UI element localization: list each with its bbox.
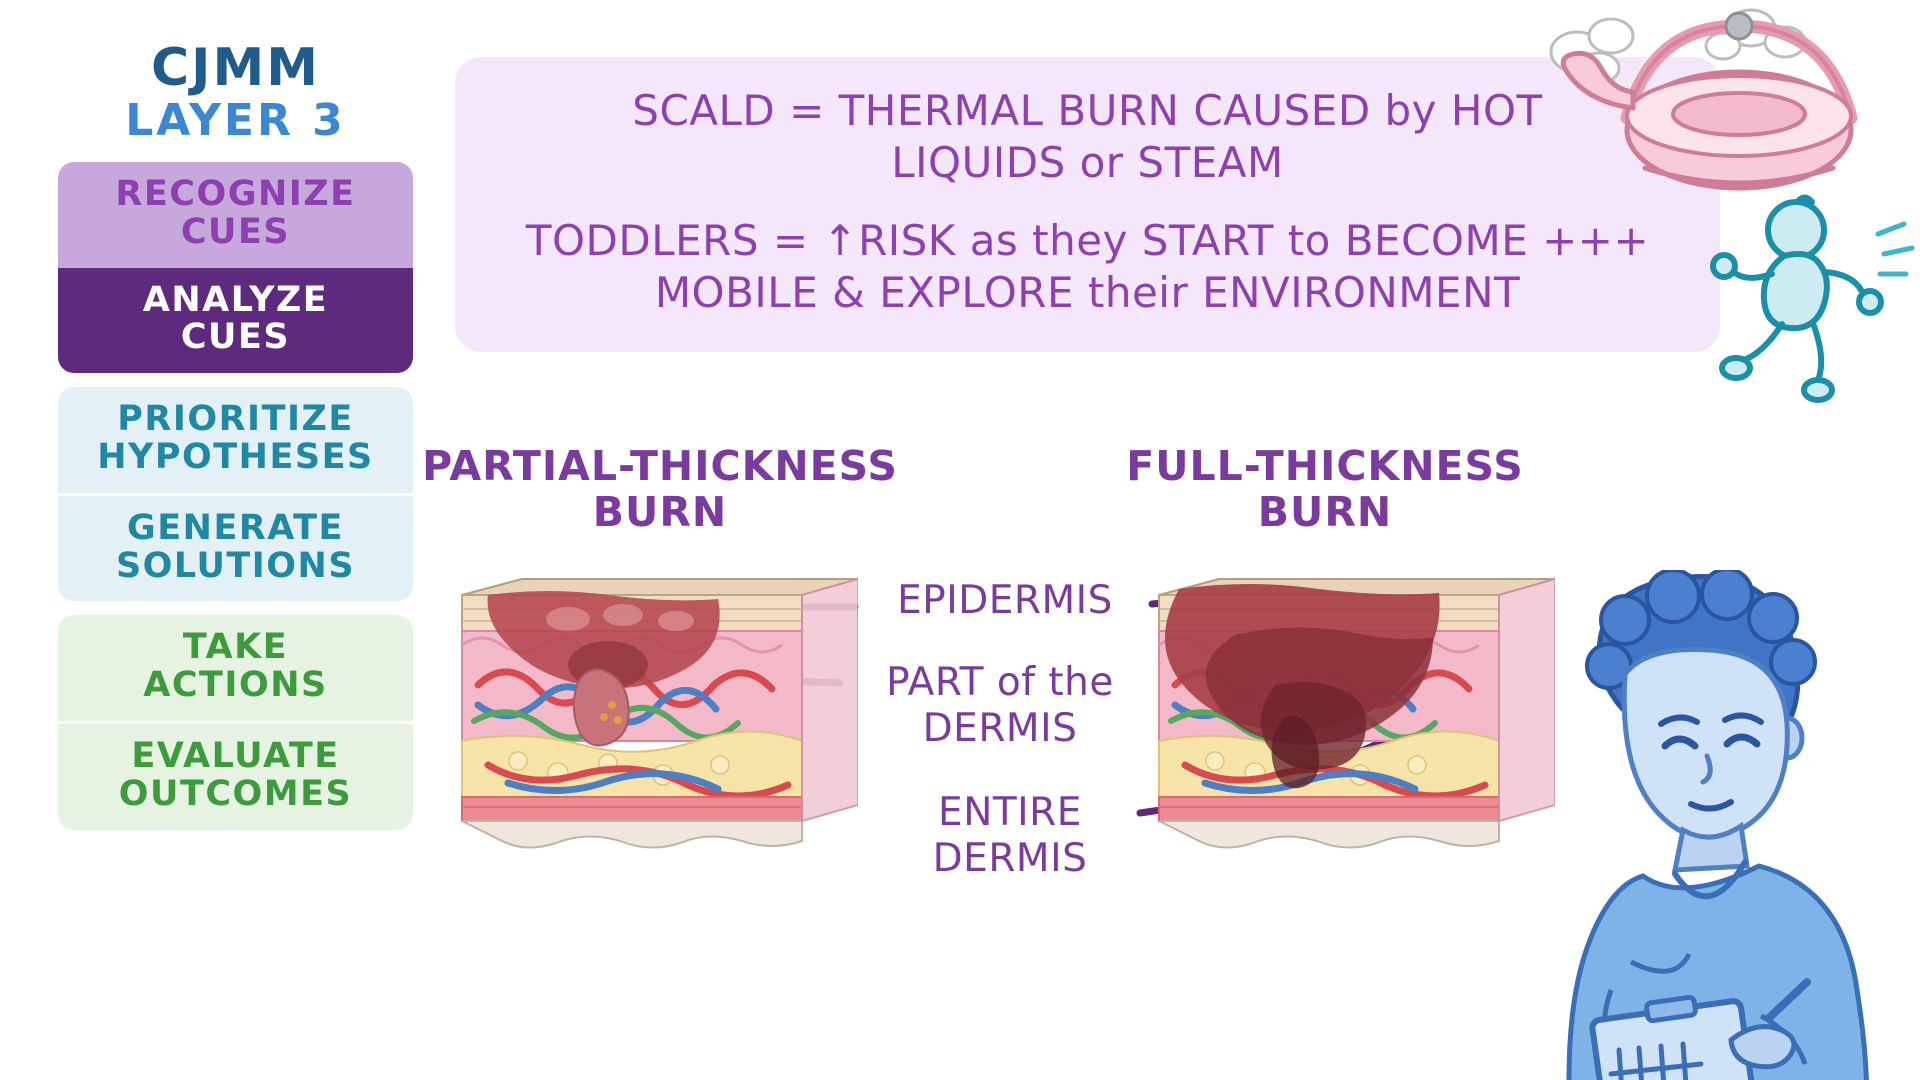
motion-lines bbox=[1875, 221, 1915, 277]
kettle-spout bbox=[1560, 50, 1636, 111]
partial-thickness-skin-diagram bbox=[461, 577, 858, 849]
toddler-hand-right bbox=[1856, 288, 1884, 316]
bone-layer bbox=[1158, 820, 1500, 849]
partial-thickness-heading-line2: BURN bbox=[592, 488, 728, 536]
callout-scald-line2: LIQUIDS or STEAM bbox=[891, 138, 1284, 187]
skin-side-face bbox=[1498, 577, 1555, 823]
nurse-mouth bbox=[1688, 799, 1734, 812]
sidebar-item-evaluate-outcomes[interactable]: EVALUATE OUTCOMES bbox=[58, 723, 413, 830]
toddler-hand-left bbox=[1710, 252, 1738, 280]
nurse-hair-curls bbox=[1585, 570, 1817, 690]
kettle-lid bbox=[1671, 91, 1807, 137]
full-thickness-heading-line1: FULL-THICKNESS bbox=[1126, 442, 1524, 490]
toddler-arm-right bbox=[1821, 269, 1867, 299]
sidebar-item-recognize-cues-line1: RECOGNIZE bbox=[115, 174, 356, 214]
annotation-part-of-dermis: PART of the DERMIS bbox=[845, 660, 1155, 752]
clipboard-clip bbox=[1644, 994, 1698, 1024]
cjmm-title-line1: CJMM bbox=[150, 38, 320, 98]
pen bbox=[1765, 978, 1811, 1022]
sidebar-item-prioritize-hypotheses-line1: PRIORITIZE bbox=[117, 399, 354, 440]
cjmm-title-line2: LAYER 3 bbox=[125, 95, 346, 146]
blister bbox=[603, 604, 643, 626]
nurse-hand-right bbox=[1728, 1024, 1797, 1070]
annotation-entire-dermis-line2: DERMIS bbox=[932, 836, 1088, 881]
steaming-kettle-illustration bbox=[1549, 8, 1858, 191]
kettle-base bbox=[1642, 165, 1836, 186]
sidebar-item-analyze-cues-line1: ANALYZE bbox=[142, 279, 329, 320]
partial-thickness-burn-heading: PARTIAL-THICKNESS BURN bbox=[400, 443, 920, 535]
nurse-nose bbox=[1700, 753, 1713, 785]
cjmm-sidebar: CJMM LAYER 3 RECOGNIZE CUES ANALYZE CUES… bbox=[58, 40, 413, 830]
toddler-body bbox=[1760, 251, 1830, 332]
running-toddler-illustration bbox=[1710, 194, 1915, 403]
sidebar-item-evaluate-outcomes-line1: EVALUATE bbox=[131, 735, 340, 776]
sidebar-item-prioritize-hypotheses-line2: HYPOTHESES bbox=[97, 436, 374, 477]
blister bbox=[546, 607, 590, 631]
sidebar-item-generate-solutions-line1: GENERATE bbox=[127, 507, 344, 548]
full-thickness-heading-line2: BURN bbox=[1257, 488, 1393, 536]
sidebar-item-take-actions-line1: TAKE bbox=[182, 627, 289, 668]
nurse-face bbox=[1621, 647, 1790, 841]
annotation-part-of-dermis-line2: DERMIS bbox=[922, 706, 1078, 751]
sidebar-item-prioritize-hypotheses[interactable]: PRIORITIZE HYPOTHESES bbox=[58, 387, 413, 493]
burn-depth-pocket bbox=[572, 667, 630, 747]
annotation-epidermis-label: EPIDERMIS bbox=[897, 578, 1113, 623]
nurse-eye-left bbox=[1661, 735, 1699, 750]
bone-layer bbox=[461, 820, 803, 849]
annotation-epidermis: EPIDERMIS bbox=[860, 578, 1150, 624]
skin-side-face bbox=[801, 577, 858, 823]
sidebar-item-recognize-cues[interactable]: RECOGNIZE CUES bbox=[58, 162, 413, 268]
sidebar-item-evaluate-outcomes-line2: OUTCOMES bbox=[118, 773, 353, 814]
sidebar-item-generate-solutions[interactable]: GENERATE SOLUTIONS bbox=[58, 495, 413, 602]
full-thickness-skin-diagram bbox=[1158, 577, 1555, 849]
nurse-neck bbox=[1671, 821, 1750, 873]
nurse-vneck bbox=[1672, 859, 1748, 900]
muscle-layer bbox=[461, 796, 803, 822]
clipboard-lines bbox=[1608, 1041, 1704, 1080]
toddler-foot-right bbox=[1801, 377, 1835, 403]
sidebar-item-take-actions[interactable]: TAKE ACTIONS bbox=[58, 615, 413, 721]
kettle-knob bbox=[1724, 11, 1754, 41]
toddler-head bbox=[1765, 199, 1827, 261]
blister bbox=[658, 611, 694, 631]
nurse-with-clipboard-illustration bbox=[1566, 570, 1869, 1080]
annotation-entire-dermis-line1: ENTIRE bbox=[938, 790, 1082, 835]
callout-paragraph-scald: SCALD = THERMAL BURN CAUSED by HOT LIQUI… bbox=[495, 85, 1680, 189]
annotation-part-of-dermis-line1: PART of the bbox=[886, 660, 1114, 705]
sidebar-item-recognize-cues-line2: CUES bbox=[180, 211, 291, 252]
sidebar-item-analyze-cues-line2: CUES bbox=[180, 317, 291, 358]
full-thickness-burn-heading: FULL-THICKNESS BURN bbox=[1090, 443, 1560, 535]
nurse-eye-right bbox=[1723, 733, 1761, 748]
cjmm-title: CJMM LAYER 3 bbox=[58, 40, 413, 146]
callout-toddlers-line2: MOBILE & EXPLORE their ENVIRONMENT bbox=[654, 268, 1521, 317]
sidebar-item-take-actions-line2: ACTIONS bbox=[143, 665, 328, 706]
toddler-foot-left bbox=[1719, 355, 1753, 381]
toddler-leg-right bbox=[1811, 323, 1825, 383]
callout-toddlers-line1: TODDLERS = ↑RISK as they START to BECOME… bbox=[525, 216, 1650, 265]
callout-scald-line1: SCALD = THERMAL BURN CAUSED by HOT bbox=[632, 86, 1543, 135]
annotation-entire-dermis: ENTIRE DERMIS bbox=[880, 790, 1140, 882]
cjmm-step-list: RECOGNIZE CUES ANALYZE CUES PRIORITIZE H… bbox=[58, 162, 413, 830]
sidebar-item-generate-solutions-line2: SOLUTIONS bbox=[115, 545, 356, 586]
muscle-layer bbox=[1158, 796, 1500, 822]
sidebar-item-analyze-cues[interactable]: ANALYZE CUES bbox=[58, 267, 413, 374]
definition-callout-box: SCALD = THERMAL BURN CAUSED by HOT LIQUI… bbox=[455, 57, 1720, 352]
callout-paragraph-toddlers: TODDLERS = ↑RISK as they START to BECOME… bbox=[495, 215, 1680, 319]
partial-thickness-heading-line1: PARTIAL-THICKNESS bbox=[422, 442, 898, 490]
toddler-leg-left bbox=[1741, 321, 1785, 363]
